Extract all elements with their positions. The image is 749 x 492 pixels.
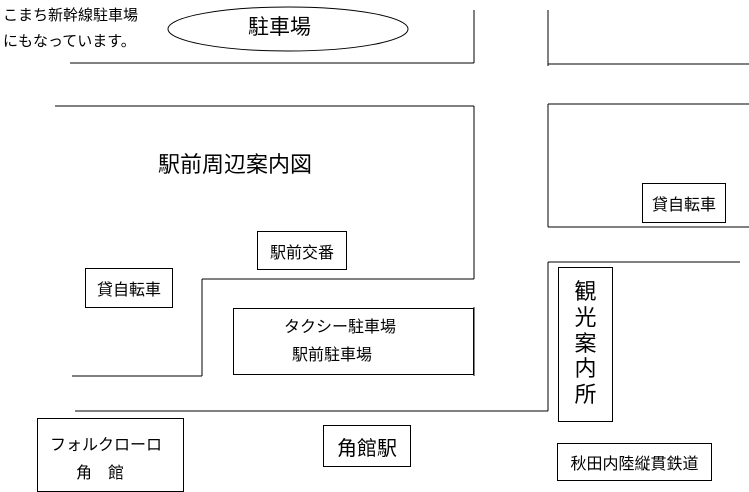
railway-box: 秋田内陸縦貫鉄道 bbox=[557, 443, 712, 481]
police-box-label: 駅前交番 bbox=[269, 242, 334, 262]
tourist-info-char: 光 bbox=[574, 305, 597, 331]
rental-bike-left: 貸自転車 bbox=[85, 268, 173, 308]
taxi-parking-box: タクシー駐車場 駅前駐車場 bbox=[233, 308, 474, 375]
tourist-info-char: 案 bbox=[574, 331, 597, 357]
parking-ellipse bbox=[167, 6, 409, 52]
rental-bike-right: 貸自転車 bbox=[642, 183, 726, 223]
folk-lore-box: フォルクローロ 角 館 bbox=[37, 418, 184, 492]
note-line-2: にもなっています。 bbox=[3, 32, 136, 50]
note-line-1: こまち新幹線駐車場 bbox=[3, 6, 139, 24]
tourist-info-char: 所 bbox=[574, 383, 597, 409]
folk-lore-line-2: 角 館 bbox=[76, 463, 125, 482]
rental-bike-left-label: 貸自転車 bbox=[96, 280, 161, 299]
folk-lore-line-1: フォルクローロ bbox=[50, 435, 163, 454]
station-box: 角館駅 bbox=[323, 425, 411, 467]
map-title: 駅前周辺案内図 bbox=[158, 153, 313, 178]
tourist-info-box: 観 光 案 内 所 bbox=[558, 267, 613, 422]
police-box: 駅前交番 bbox=[257, 231, 347, 270]
taxi-parking-line-2: 駅前駐車場 bbox=[292, 345, 373, 364]
station-label: 角館駅 bbox=[337, 435, 397, 460]
parking-label: 駐車場 bbox=[248, 15, 311, 39]
taxi-parking-line-1: タクシー駐車場 bbox=[284, 317, 397, 336]
tourist-info-char: 観 bbox=[574, 279, 597, 305]
railway-label: 秋田内陸縦貫鉄道 bbox=[570, 454, 699, 473]
rental-bike-right-label: 貸自転車 bbox=[651, 195, 716, 214]
tourist-info-char: 内 bbox=[574, 357, 597, 383]
